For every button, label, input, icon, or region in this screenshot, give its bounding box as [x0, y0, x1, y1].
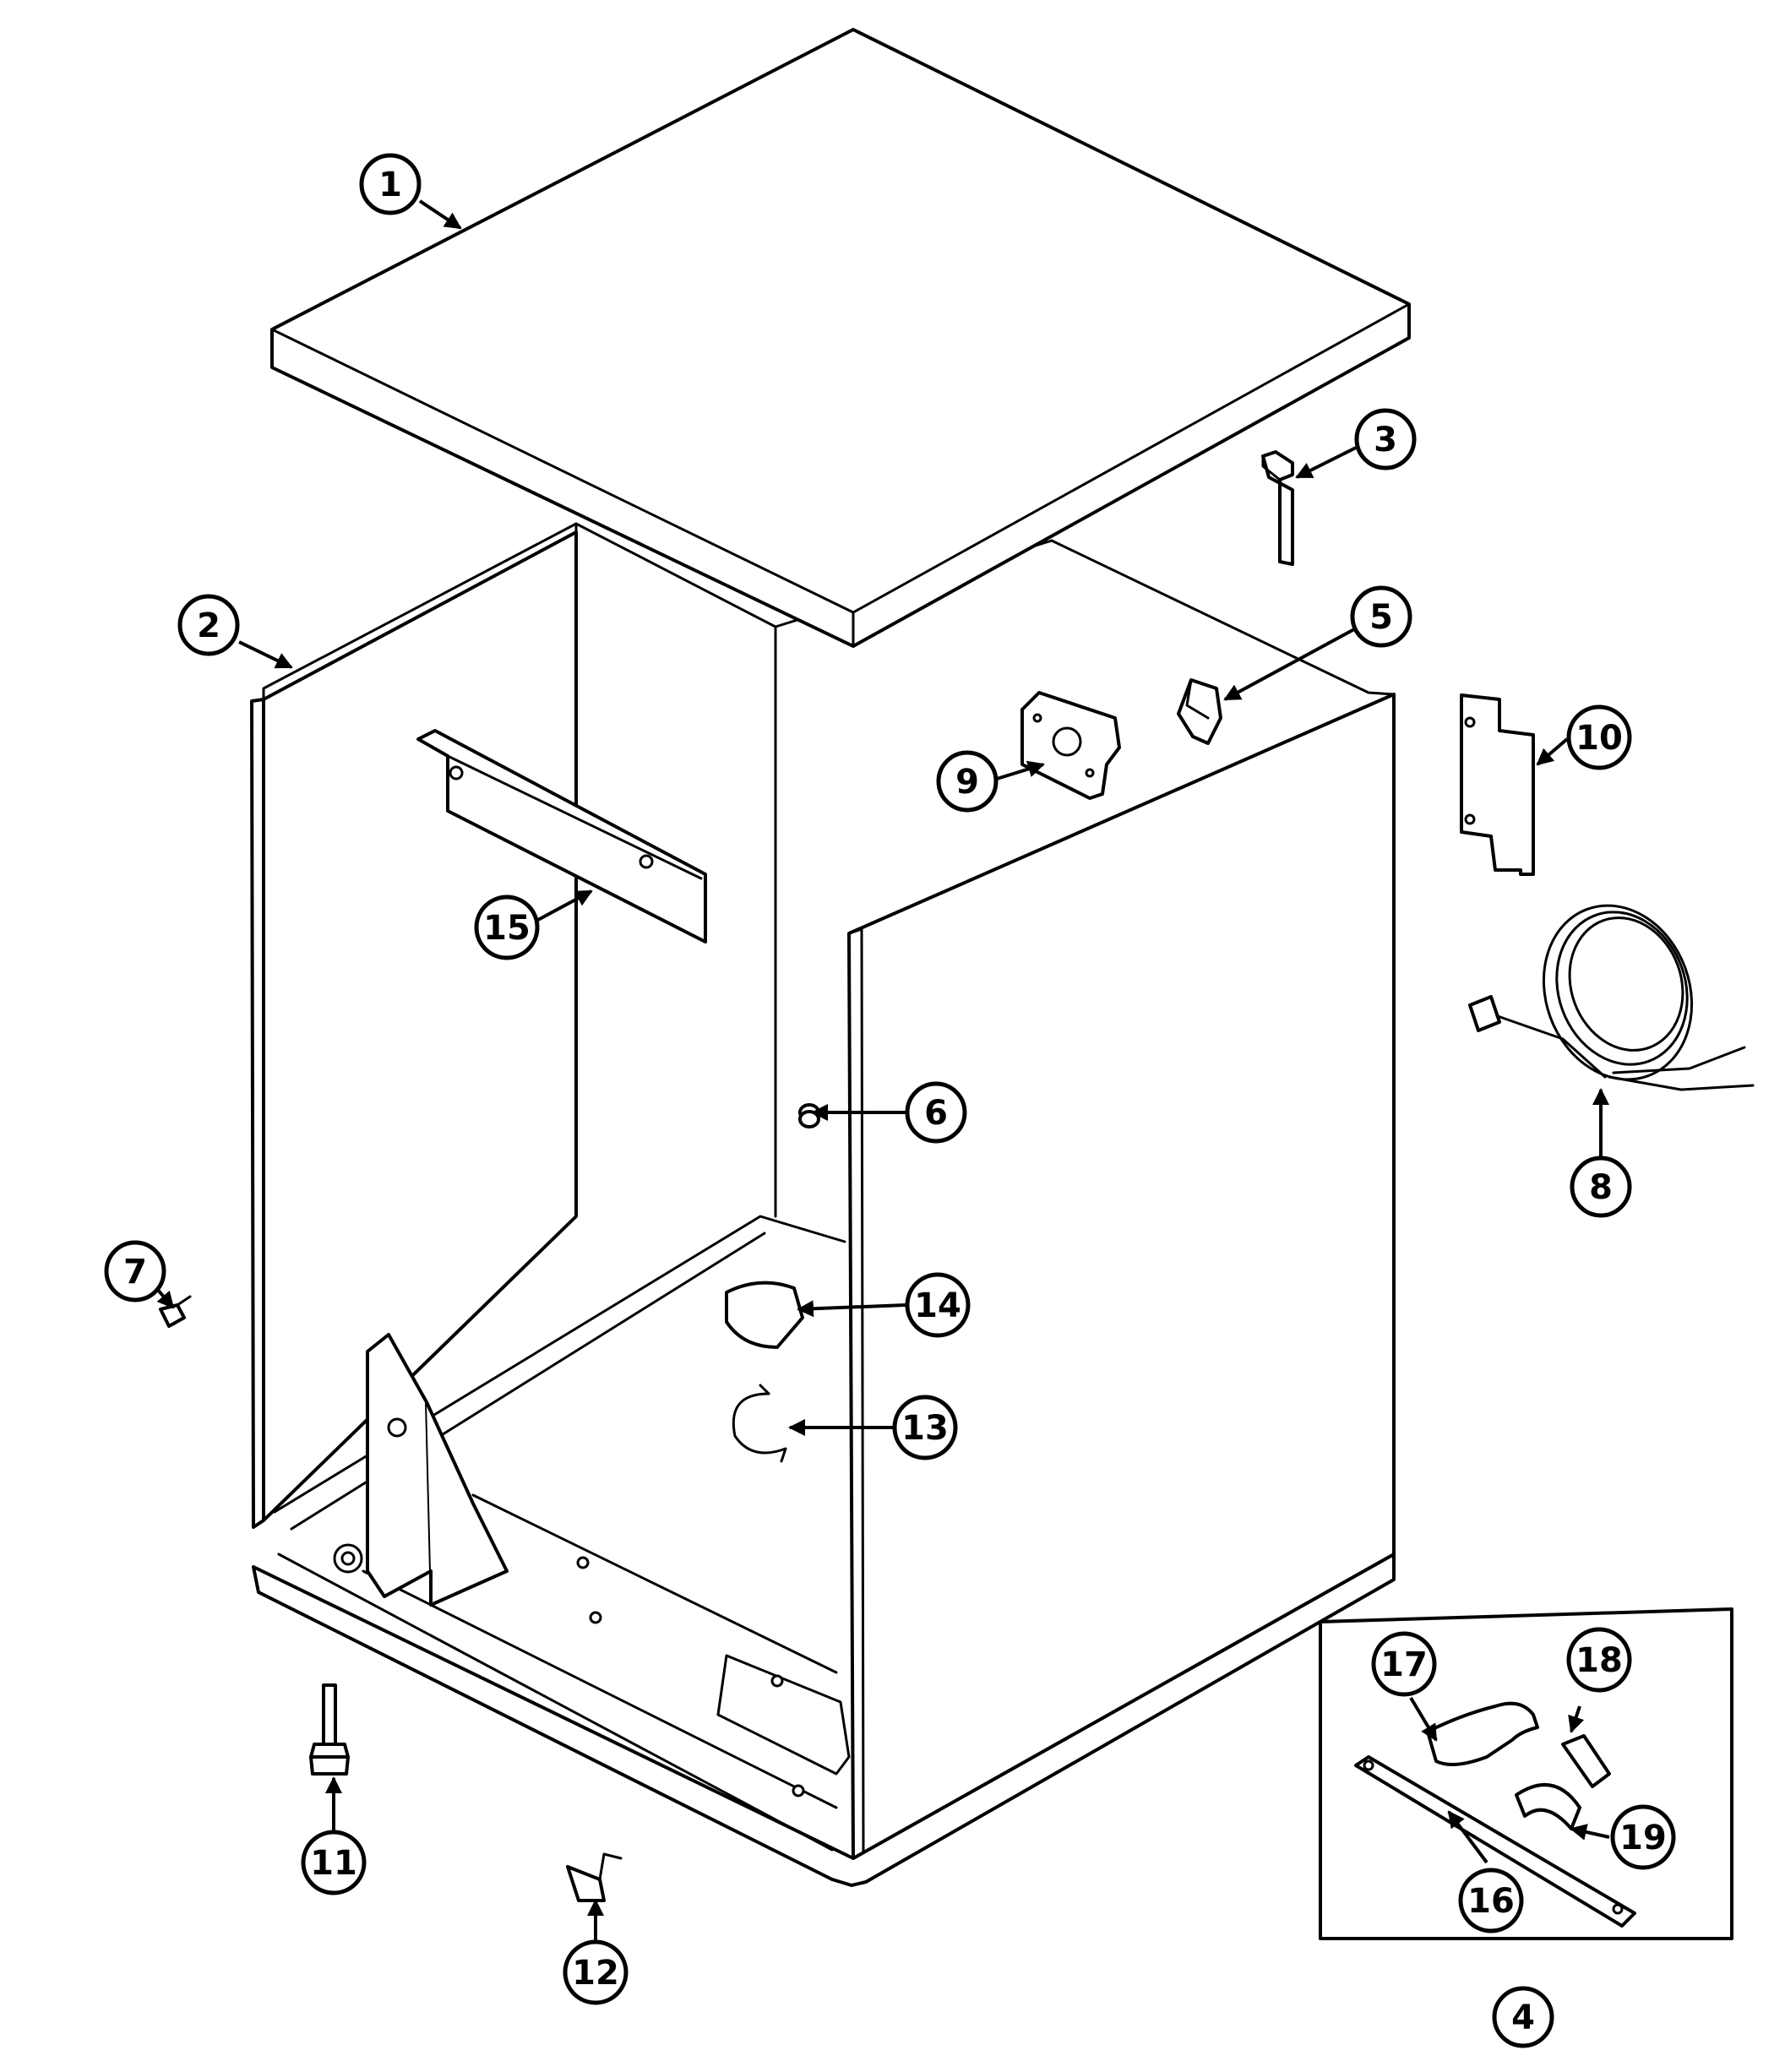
callout-label-17: 17	[1380, 1645, 1428, 1684]
bracket-12	[566, 1852, 623, 1902]
leveling-leg-11	[309, 1683, 350, 1776]
callout-10: 10	[1566, 704, 1632, 770]
callout-18: 18	[1566, 1627, 1632, 1693]
callout-12: 12	[563, 1939, 629, 2005]
callout-label-9: 9	[955, 763, 979, 802]
callout-label-8: 8	[1589, 1168, 1613, 1207]
callout-label-3: 3	[1374, 421, 1397, 460]
callout-label-14: 14	[914, 1286, 961, 1325]
callout-5: 5	[1350, 585, 1412, 648]
callout-label-19: 19	[1619, 1819, 1667, 1857]
callout-label-15: 15	[483, 909, 531, 948]
callout-14: 14	[905, 1272, 971, 1338]
callout-label-18: 18	[1575, 1641, 1623, 1680]
screw-7	[159, 1295, 192, 1328]
callout-16: 16	[1458, 1868, 1524, 1933]
callout-19: 19	[1610, 1804, 1676, 1870]
ring-clip-13	[732, 1384, 787, 1463]
power-cord-8	[1468, 904, 1755, 1091]
cabinet	[250, 522, 1396, 1887]
callout-label-5: 5	[1369, 598, 1393, 637]
plug-6	[798, 1103, 820, 1128]
callout-6: 6	[905, 1081, 967, 1144]
callout-1: 1	[359, 153, 422, 215]
callout-9: 9	[936, 750, 999, 813]
callout-7: 7	[104, 1240, 166, 1302]
plate-9	[1020, 691, 1121, 800]
callout-17: 17	[1371, 1631, 1437, 1697]
callout-15: 15	[474, 895, 540, 960]
callout-label-2: 2	[197, 606, 220, 645]
callout-label-1: 1	[378, 166, 402, 204]
callout-3: 3	[1354, 408, 1417, 470]
callout-label-13: 13	[901, 1409, 949, 1448]
bracket-15	[416, 729, 707, 944]
plate-10	[1460, 693, 1535, 876]
callout-label-6: 6	[924, 1094, 948, 1133]
callout-13: 13	[892, 1395, 958, 1460]
kit-box-4	[1319, 1607, 1733, 1940]
shield-14	[725, 1281, 804, 1349]
cabinet-top	[270, 28, 1411, 648]
callout-label-7: 7	[123, 1253, 147, 1292]
callout-8: 8	[1570, 1156, 1632, 1218]
callout-label-16: 16	[1467, 1882, 1515, 1921]
callout-4: 4	[1492, 1986, 1554, 2048]
callout-label-12: 12	[572, 1954, 619, 1993]
callout-2: 2	[177, 594, 240, 656]
callout-label-10: 10	[1575, 719, 1623, 758]
callout-label-4: 4	[1511, 1999, 1535, 2037]
clip-3	[1261, 450, 1294, 566]
callout-label-11: 11	[310, 1844, 357, 1883]
clip-5	[1177, 678, 1222, 745]
callout-11: 11	[301, 1830, 367, 1895]
leader-lines	[155, 199, 1610, 1943]
